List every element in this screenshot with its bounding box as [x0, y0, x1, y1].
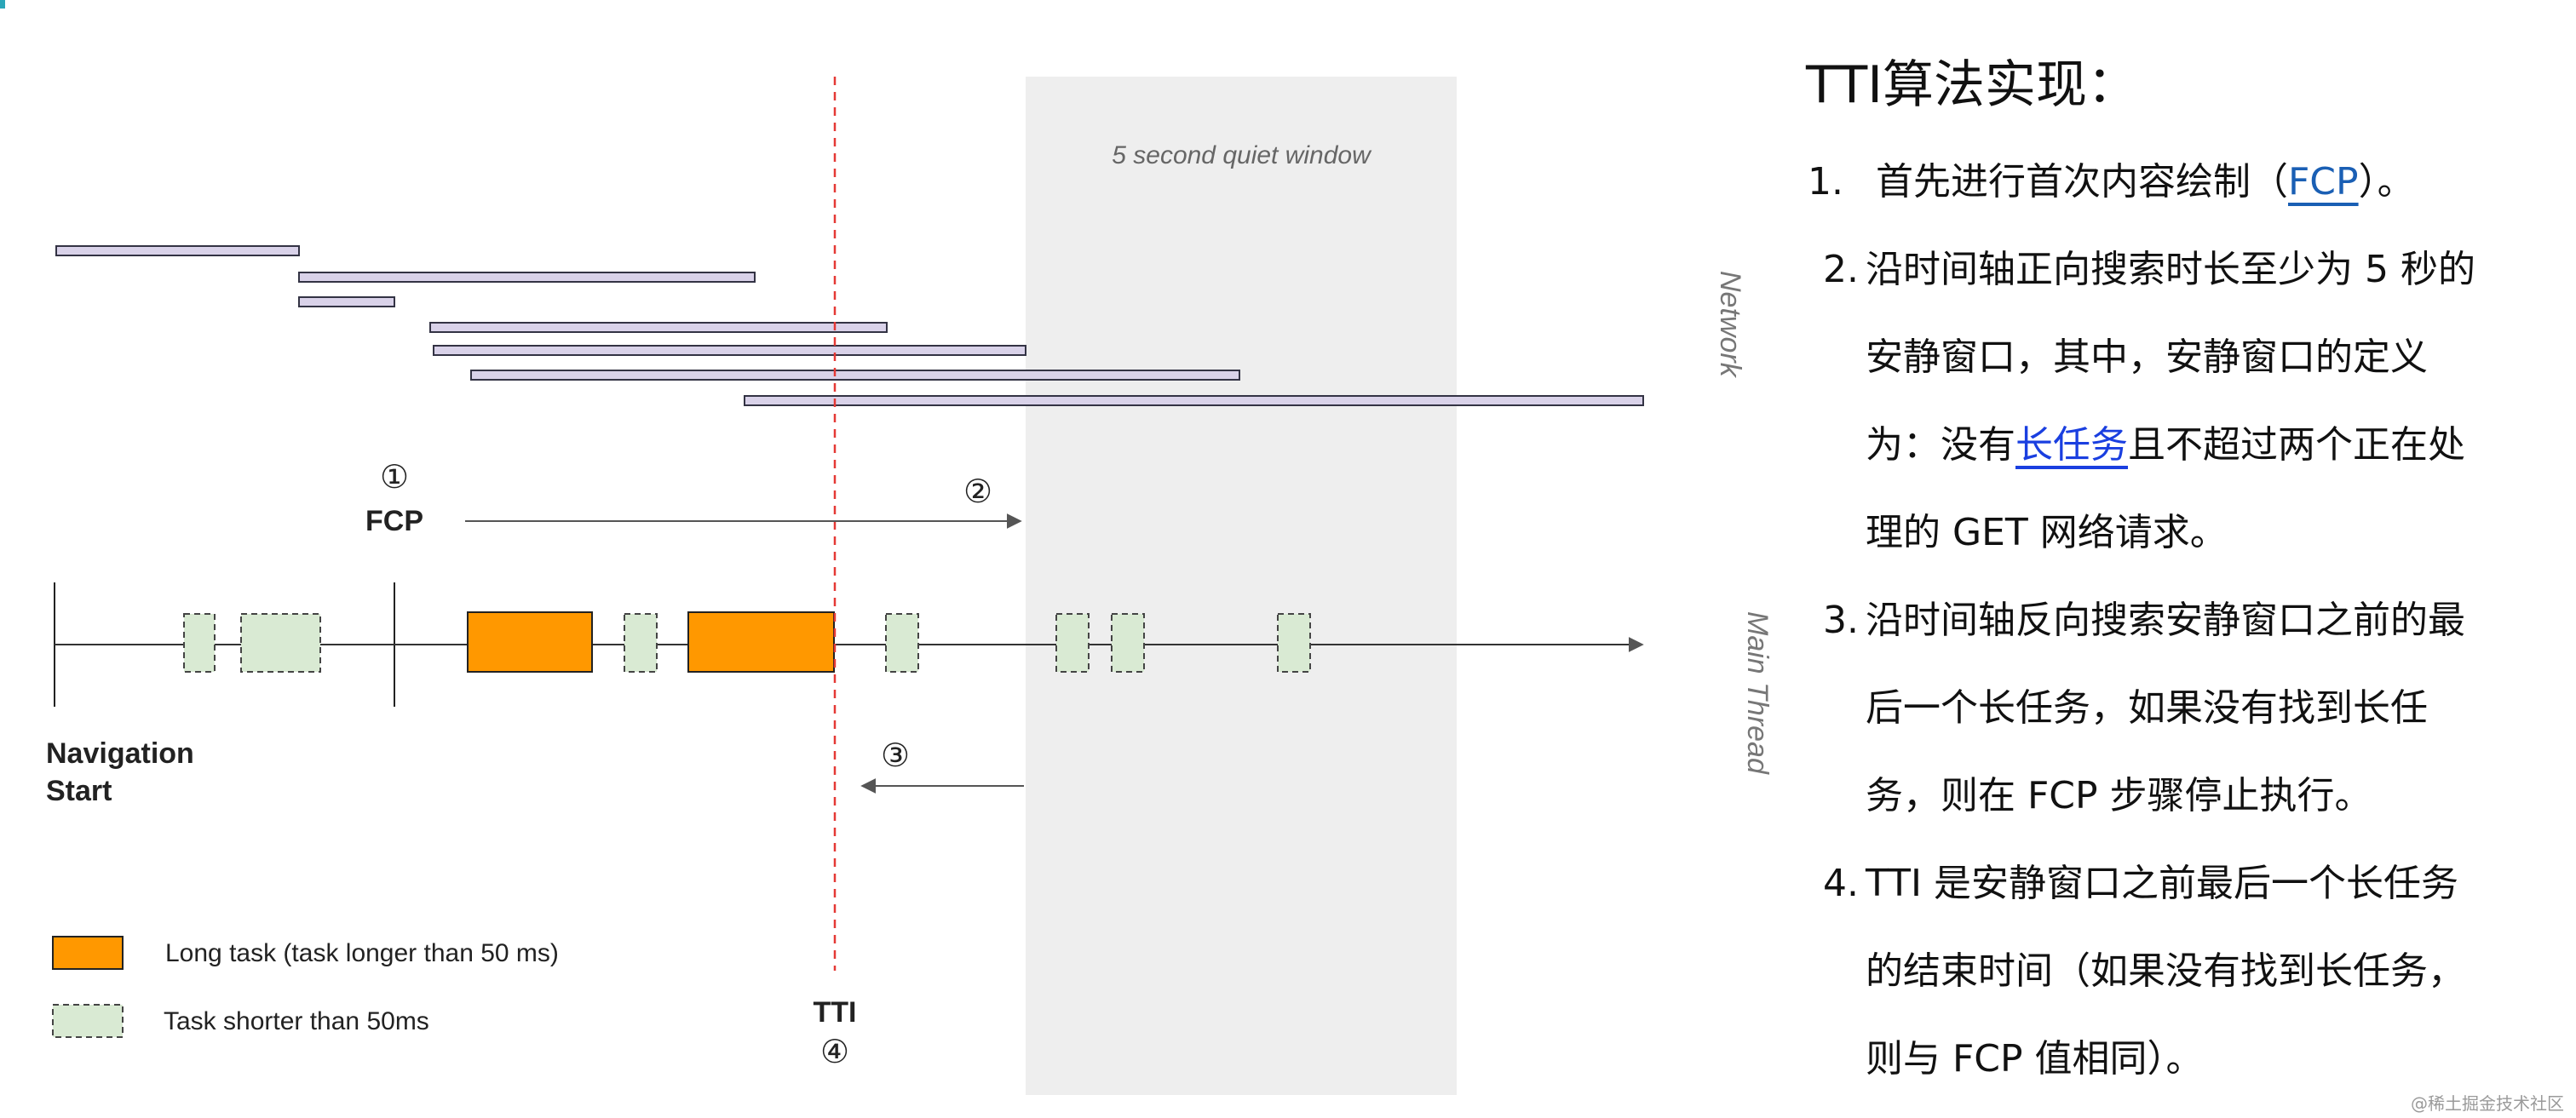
- long-task: [467, 611, 593, 673]
- legend-swatch-short-task: [52, 1004, 124, 1038]
- network-requests: [55, 245, 1644, 406]
- network-label: Network: [1714, 271, 1746, 379]
- step-line: 务，则在 FCP 步骤停止执行。: [1866, 774, 2372, 817]
- main-thread-label: Main Thread: [1741, 611, 1772, 775]
- main-thread-label-text: Main Thread: [1741, 611, 1772, 775]
- quiet-window: [1026, 77, 1457, 1095]
- step-text: 且不超过两个正在处: [2128, 423, 2465, 467]
- short-tasks: [183, 613, 1311, 673]
- long-tasks: [467, 611, 835, 673]
- legend: Long task (task longer than 50 ms) Task …: [52, 936, 559, 1038]
- navigation-start-line: Start: [46, 775, 112, 807]
- step-4: 4. TTI 是安静窗口之前最后一个长任务 的结束时间（如果没有找到长任务， 则…: [1806, 840, 2556, 1103]
- navigation-start-line: Navigation: [46, 737, 194, 770]
- short-task: [624, 613, 658, 673]
- short-task: [183, 613, 216, 673]
- step-line: 的结束时间（如果没有找到长任务，: [1866, 949, 2465, 993]
- step-line: 沿时间轴反向搜索安静窗口之前的最: [1866, 599, 2465, 642]
- network-bar: [298, 296, 395, 307]
- short-task: [240, 613, 321, 673]
- marker-2: ②: [963, 473, 992, 510]
- panel-title: TTI算法实现：: [1806, 55, 2138, 115]
- short-task: [885, 613, 919, 673]
- step-line: 沿时间轴正向搜索时长至少为 5 秒的: [1866, 248, 2475, 291]
- fcp-label: FCP: [365, 505, 423, 537]
- quiet-window-label: 5 second quiet window: [1112, 141, 1372, 169]
- fcp-link[interactable]: FCP: [2288, 160, 2359, 204]
- step-line: 为：没有长任务且不超过两个正在处: [1866, 401, 2556, 489]
- long-task: [687, 611, 835, 673]
- step-number: 4.: [1823, 862, 1859, 905]
- marker-1: ①: [380, 458, 409, 496]
- step-line: TTI 是安静窗口之前最后一个长任务: [1866, 862, 2458, 905]
- short-task: [1055, 613, 1090, 673]
- network-bar: [298, 272, 756, 283]
- step-3: 3. 沿时间轴反向搜索安静窗口之前的最 后一个长任务，如果没有找到长任 务，则在…: [1806, 576, 2556, 840]
- network-bar: [470, 370, 1240, 381]
- algorithm-panel: TTI算法实现： 1. 首先进行首次内容绘制（FCP）。 2. 沿时间轴正向搜索…: [1806, 51, 2556, 1103]
- network-bar: [55, 245, 300, 256]
- step-2: 2. 沿时间轴正向搜索时长至少为 5 秒的 安静窗口，其中，安静窗口的定义 为：…: [1806, 226, 2556, 576]
- step-number: 1.: [1808, 160, 1843, 204]
- network-bar: [429, 322, 888, 333]
- step-1: 1. 首先进行首次内容绘制（FCP）。: [1806, 138, 2556, 226]
- tti-diagram: 5 second quiet window Network Main Threa…: [46, 77, 1772, 1095]
- step-line: 理的 GET 网络请求。: [1866, 511, 2228, 554]
- tti-label: TTI: [814, 996, 857, 1029]
- marker-3: ③: [881, 737, 910, 774]
- marker-4: ④: [820, 1033, 849, 1070]
- step-line: 后一个长任务，如果没有找到长任: [1866, 686, 2428, 730]
- legend-label-short-task: Task shorter than 50ms: [164, 1007, 429, 1035]
- step-number: 2.: [1823, 248, 1859, 291]
- long-task-link[interactable]: 长任务: [2015, 423, 2128, 467]
- step-text: ）。: [2358, 160, 2415, 204]
- legend-swatch-long-task: [52, 936, 124, 970]
- legend-label-long-task: Long task (task longer than 50 ms): [165, 939, 559, 967]
- step-text: 首先进行首次内容绘制（: [1876, 160, 2288, 204]
- step-line: 则与 FCP 值相同）。: [1866, 1037, 2204, 1081]
- step-number: 3.: [1823, 599, 1859, 642]
- network-bar: [744, 395, 1644, 406]
- step-line: 安静窗口，其中，安静窗口的定义: [1866, 335, 2428, 379]
- navigation-start-label: Navigation Start: [46, 737, 202, 807]
- short-task: [1111, 613, 1145, 673]
- watermark: @稀土掘金技术社区: [2411, 1093, 2564, 1114]
- corner-accent: [0, 0, 5, 9]
- network-bar: [433, 345, 1026, 356]
- step-text: 为：没有: [1866, 423, 2015, 467]
- short-task: [1277, 613, 1311, 673]
